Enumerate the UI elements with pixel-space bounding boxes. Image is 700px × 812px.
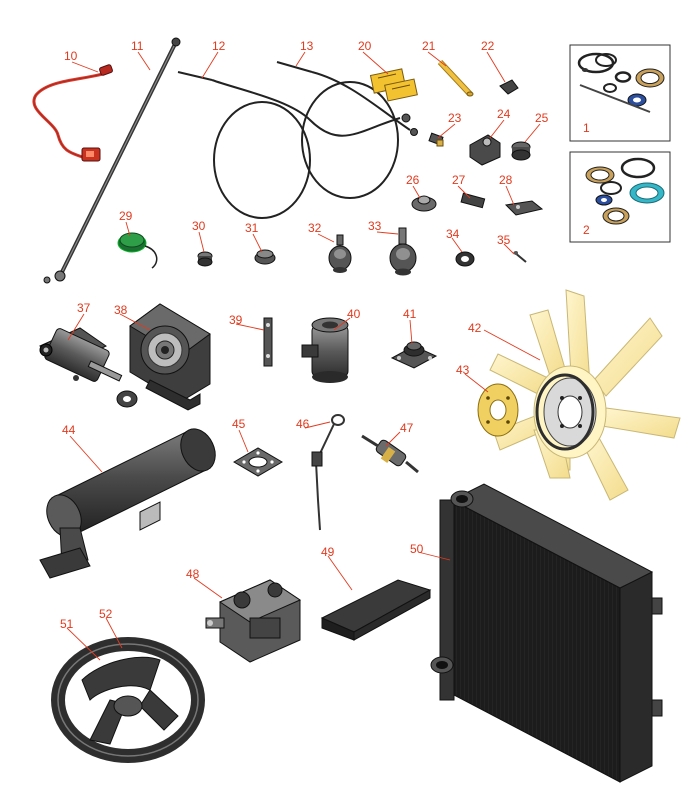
dipstick-part[interactable] [311,414,345,531]
callout-40: 40 [347,307,361,321]
callout-24: 24 [497,107,511,121]
callout-30: 30 [192,219,206,233]
seat-cushion-part[interactable] [320,579,432,641]
callout-20: 20 [358,39,372,53]
engine-mount-part[interactable] [390,341,438,369]
callout-41: 41 [403,307,417,321]
callout-10: 10 [64,49,78,63]
ball-joint-b-part[interactable] [389,227,417,276]
rod-part[interactable] [437,59,474,97]
callout-45: 45 [232,417,246,431]
sensor-part[interactable] [411,195,437,212]
cooling-fan-part[interactable] [489,289,681,501]
callout-23: 23 [448,111,462,125]
ground-cable-part[interactable] [43,37,181,284]
callout-49: 49 [321,545,335,559]
callout-37: 37 [77,301,91,315]
bracket-part[interactable] [469,134,501,166]
exhaust-gasket-part[interactable] [233,447,283,477]
callout-21: 21 [422,39,436,53]
callout-26: 26 [406,173,420,187]
callout-50: 50 [410,542,424,556]
fitting-part[interactable] [428,132,444,147]
hydraulic-cylinder-part[interactable] [39,327,138,408]
callout-11: 11 [131,39,144,53]
callout-12: 12 [212,39,226,53]
pillow-block-housing-part[interactable] [129,303,211,411]
ball-joint-a-part[interactable] [328,234,352,273]
callout-32: 32 [308,221,322,235]
seal-kit-2-inset[interactable]: 2 [569,151,671,243]
callout-46: 46 [296,417,310,431]
hydraulic-motor-part[interactable] [301,317,349,383]
cap-small-part[interactable] [254,249,276,265]
callout-13: 13 [300,39,314,53]
callout-42: 42 [468,321,482,335]
callout-48: 48 [186,567,200,581]
callout-43: 43 [456,363,470,377]
fuel-filter-part[interactable] [361,434,419,474]
callout-29: 29 [119,209,133,223]
callout-47: 47 [400,421,414,435]
callout-31: 31 [245,221,259,235]
callout-28: 28 [499,173,513,187]
bushing-part[interactable] [455,251,475,267]
fan-spacer-part[interactable] [477,383,519,437]
callout-22: 22 [481,39,495,53]
callout-51: 51 [60,617,74,631]
callout-27: 27 [452,173,466,187]
callout-38: 38 [114,303,128,317]
nut-part[interactable] [197,251,213,267]
seal-kit-1-inset[interactable]: 1 [569,44,671,142]
radiator-part[interactable] [430,483,663,783]
callout-35: 35 [497,233,511,247]
callout-44: 44 [62,423,76,437]
lever-arm-part[interactable] [263,317,273,367]
spacer-part[interactable] [460,192,486,209]
hydraulic-pump-part[interactable] [205,579,302,663]
leader-lines [66,51,541,661]
pad-part[interactable] [504,200,544,216]
callout-52: 52 [99,607,113,621]
control-cable-b-part[interactable] [276,61,418,199]
fuel-cap-part[interactable] [117,232,158,269]
muffler-part[interactable] [39,423,222,579]
battery-cable-red-part[interactable] [32,64,113,162]
steering-wheel-part[interactable] [51,637,205,763]
callout-25: 25 [535,111,549,125]
inset-2-label: 2 [583,223,590,237]
control-cable-a-part[interactable] [177,71,411,219]
pin-part[interactable] [513,251,527,263]
inset-1-label: 1 [583,121,590,135]
clip-part[interactable] [499,79,519,95]
callout-34: 34 [446,227,460,241]
callout-33: 33 [368,219,382,233]
callout-39: 39 [229,313,243,327]
knob-part[interactable] [511,141,531,161]
decal-kit-part[interactable] [369,68,418,102]
